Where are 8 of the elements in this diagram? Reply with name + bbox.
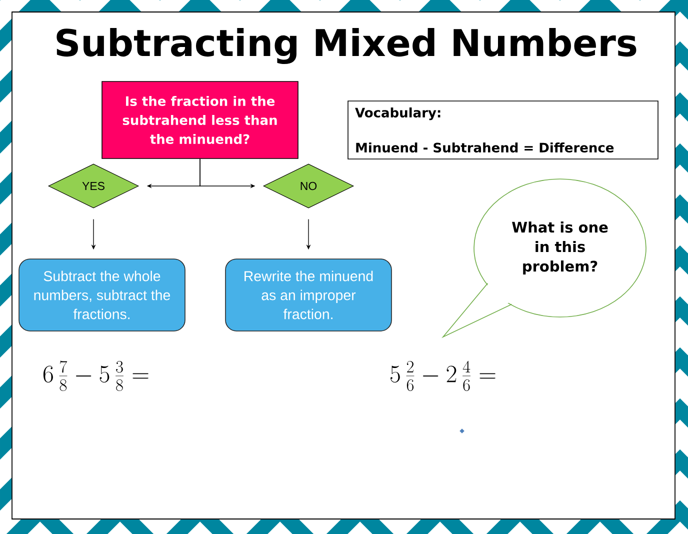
equation: $5\,\frac{2}{6} - 2\,\frac{4}{6} =$ [390,360,496,392]
vocabulary-box: Vocabulary: Minuend - Subtrahend = Difference [348,100,658,160]
speech-bubble: What is one in this problem? [442,178,646,338]
process-box: Subtract the whole numbers, subtract the fractions. [18,258,186,332]
equation: $6\,\frac{7}{8} - 5\,\frac{3}{8} =$ [43,360,148,392]
process-box: Rewrite the minuend as an improper fraction. [225,258,392,332]
title: Subtracting Mixed Numbers [56,28,636,64]
question-box: Is the fraction in the subtrahend less than the minuend? [102,81,298,159]
